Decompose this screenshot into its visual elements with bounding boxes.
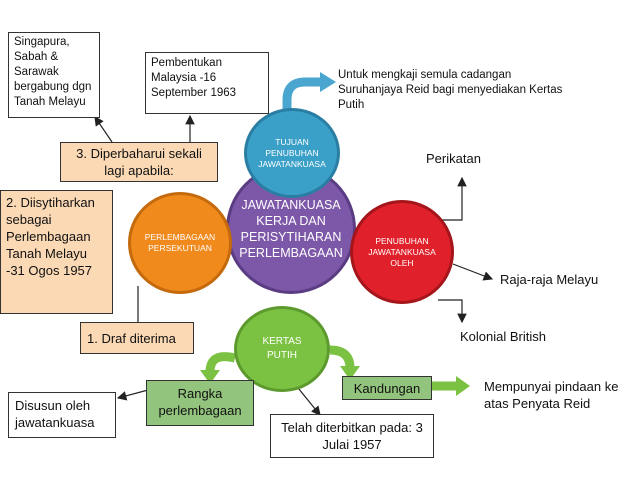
draf-box: 1. Draf diterima <box>80 322 194 354</box>
arrow-to-perikatan <box>438 176 467 221</box>
raja-label: Raja-raja Melayu <box>500 272 599 287</box>
center-title: JAWATANKUASA KERJA DAN PERISYTIHARAN PER… <box>239 198 343 260</box>
diisytiharkan-box: 2. Diisytiharkan sebagai Perlembagaan Ta… <box>0 190 113 314</box>
arrow-to-disusun <box>116 389 149 401</box>
node-right-circle: PENUBUHAN JAWATANKUASA OLEH <box>350 200 454 304</box>
disusun-box: Disusun oleh jawatankuasa <box>8 392 116 438</box>
node-bottom-label: KERTAS PUTIH <box>262 336 302 361</box>
kolonial-label: Kolonial British <box>460 329 546 344</box>
node-right-label: PENUBUHAN JAWATANKUASA OLEH <box>368 235 436 268</box>
diterbitkan-box: Telah diterbitkan pada: 3 Julai 1957 <box>270 414 434 458</box>
blue-curved-arrow <box>282 77 322 120</box>
kandungan-text: Kandungan <box>353 381 421 396</box>
arrow-to-kolonial <box>438 299 467 324</box>
node-top-circle: TUJUAN PENUBUHAN JAWATANKUASA <box>244 108 340 198</box>
tujuan-text: Untuk mengkaji semula cadangan Suruhanja… <box>338 69 563 111</box>
node-left-circle: PERLEMBAGAAN PERSEKUTUAN <box>128 192 232 294</box>
node-top-label: TUJUAN PENUBUHAN JAWATANKUASA <box>258 136 326 169</box>
pembentukan-text: Pembentukan Malaysia -16 September 1963 <box>151 57 237 99</box>
green-curved-arrow-left <box>205 352 237 373</box>
kandungan-box: Kandungan <box>342 376 432 400</box>
perikatan-label: Perikatan <box>426 151 481 166</box>
diterbitkan-text: Telah diterbitkan pada: 3 Julai 1957 <box>281 420 423 452</box>
tujuan-text-box: Untuk mengkaji semula cadangan Suruhanja… <box>338 68 572 113</box>
diperbaharui-text: 3. Diperbaharui sekali lagi apabila: <box>76 146 202 178</box>
node-left-label: PERLEMBAGAAN PERSEKUTUAN <box>144 232 216 253</box>
singapura-text: Singapura, Sabah & Sarawak bergabung dgn… <box>14 36 92 108</box>
arrow-to-singapura <box>94 116 113 143</box>
draf-text: 1. Draf diterima <box>87 331 176 346</box>
arrow-to-raja <box>452 263 494 281</box>
pembentukan-box: Pembentukan Malaysia -16 September 1963 <box>145 52 269 114</box>
node-bottom-circle: KERTAS PUTIH <box>234 306 330 392</box>
diperbaharui-box: 3. Diperbaharui sekali lagi apabila: <box>60 142 218 182</box>
disusun-text: Disusun oleh jawatankuasa <box>15 398 95 430</box>
diisytiharkan-text: 2. Diisytiharkan sebagai Perlembagaan Ta… <box>6 195 95 278</box>
rangka-box: Rangka perlembagaan <box>146 380 254 426</box>
singapura-box: Singapura, Sabah & Sarawak bergabung dgn… <box>8 32 100 118</box>
pindaan-label: Mempunyai pindaan ke atas Penyata Reid <box>484 379 619 411</box>
rangka-text: Rangka perlembagaan <box>158 386 242 418</box>
green-curved-arrow-right <box>329 345 355 369</box>
